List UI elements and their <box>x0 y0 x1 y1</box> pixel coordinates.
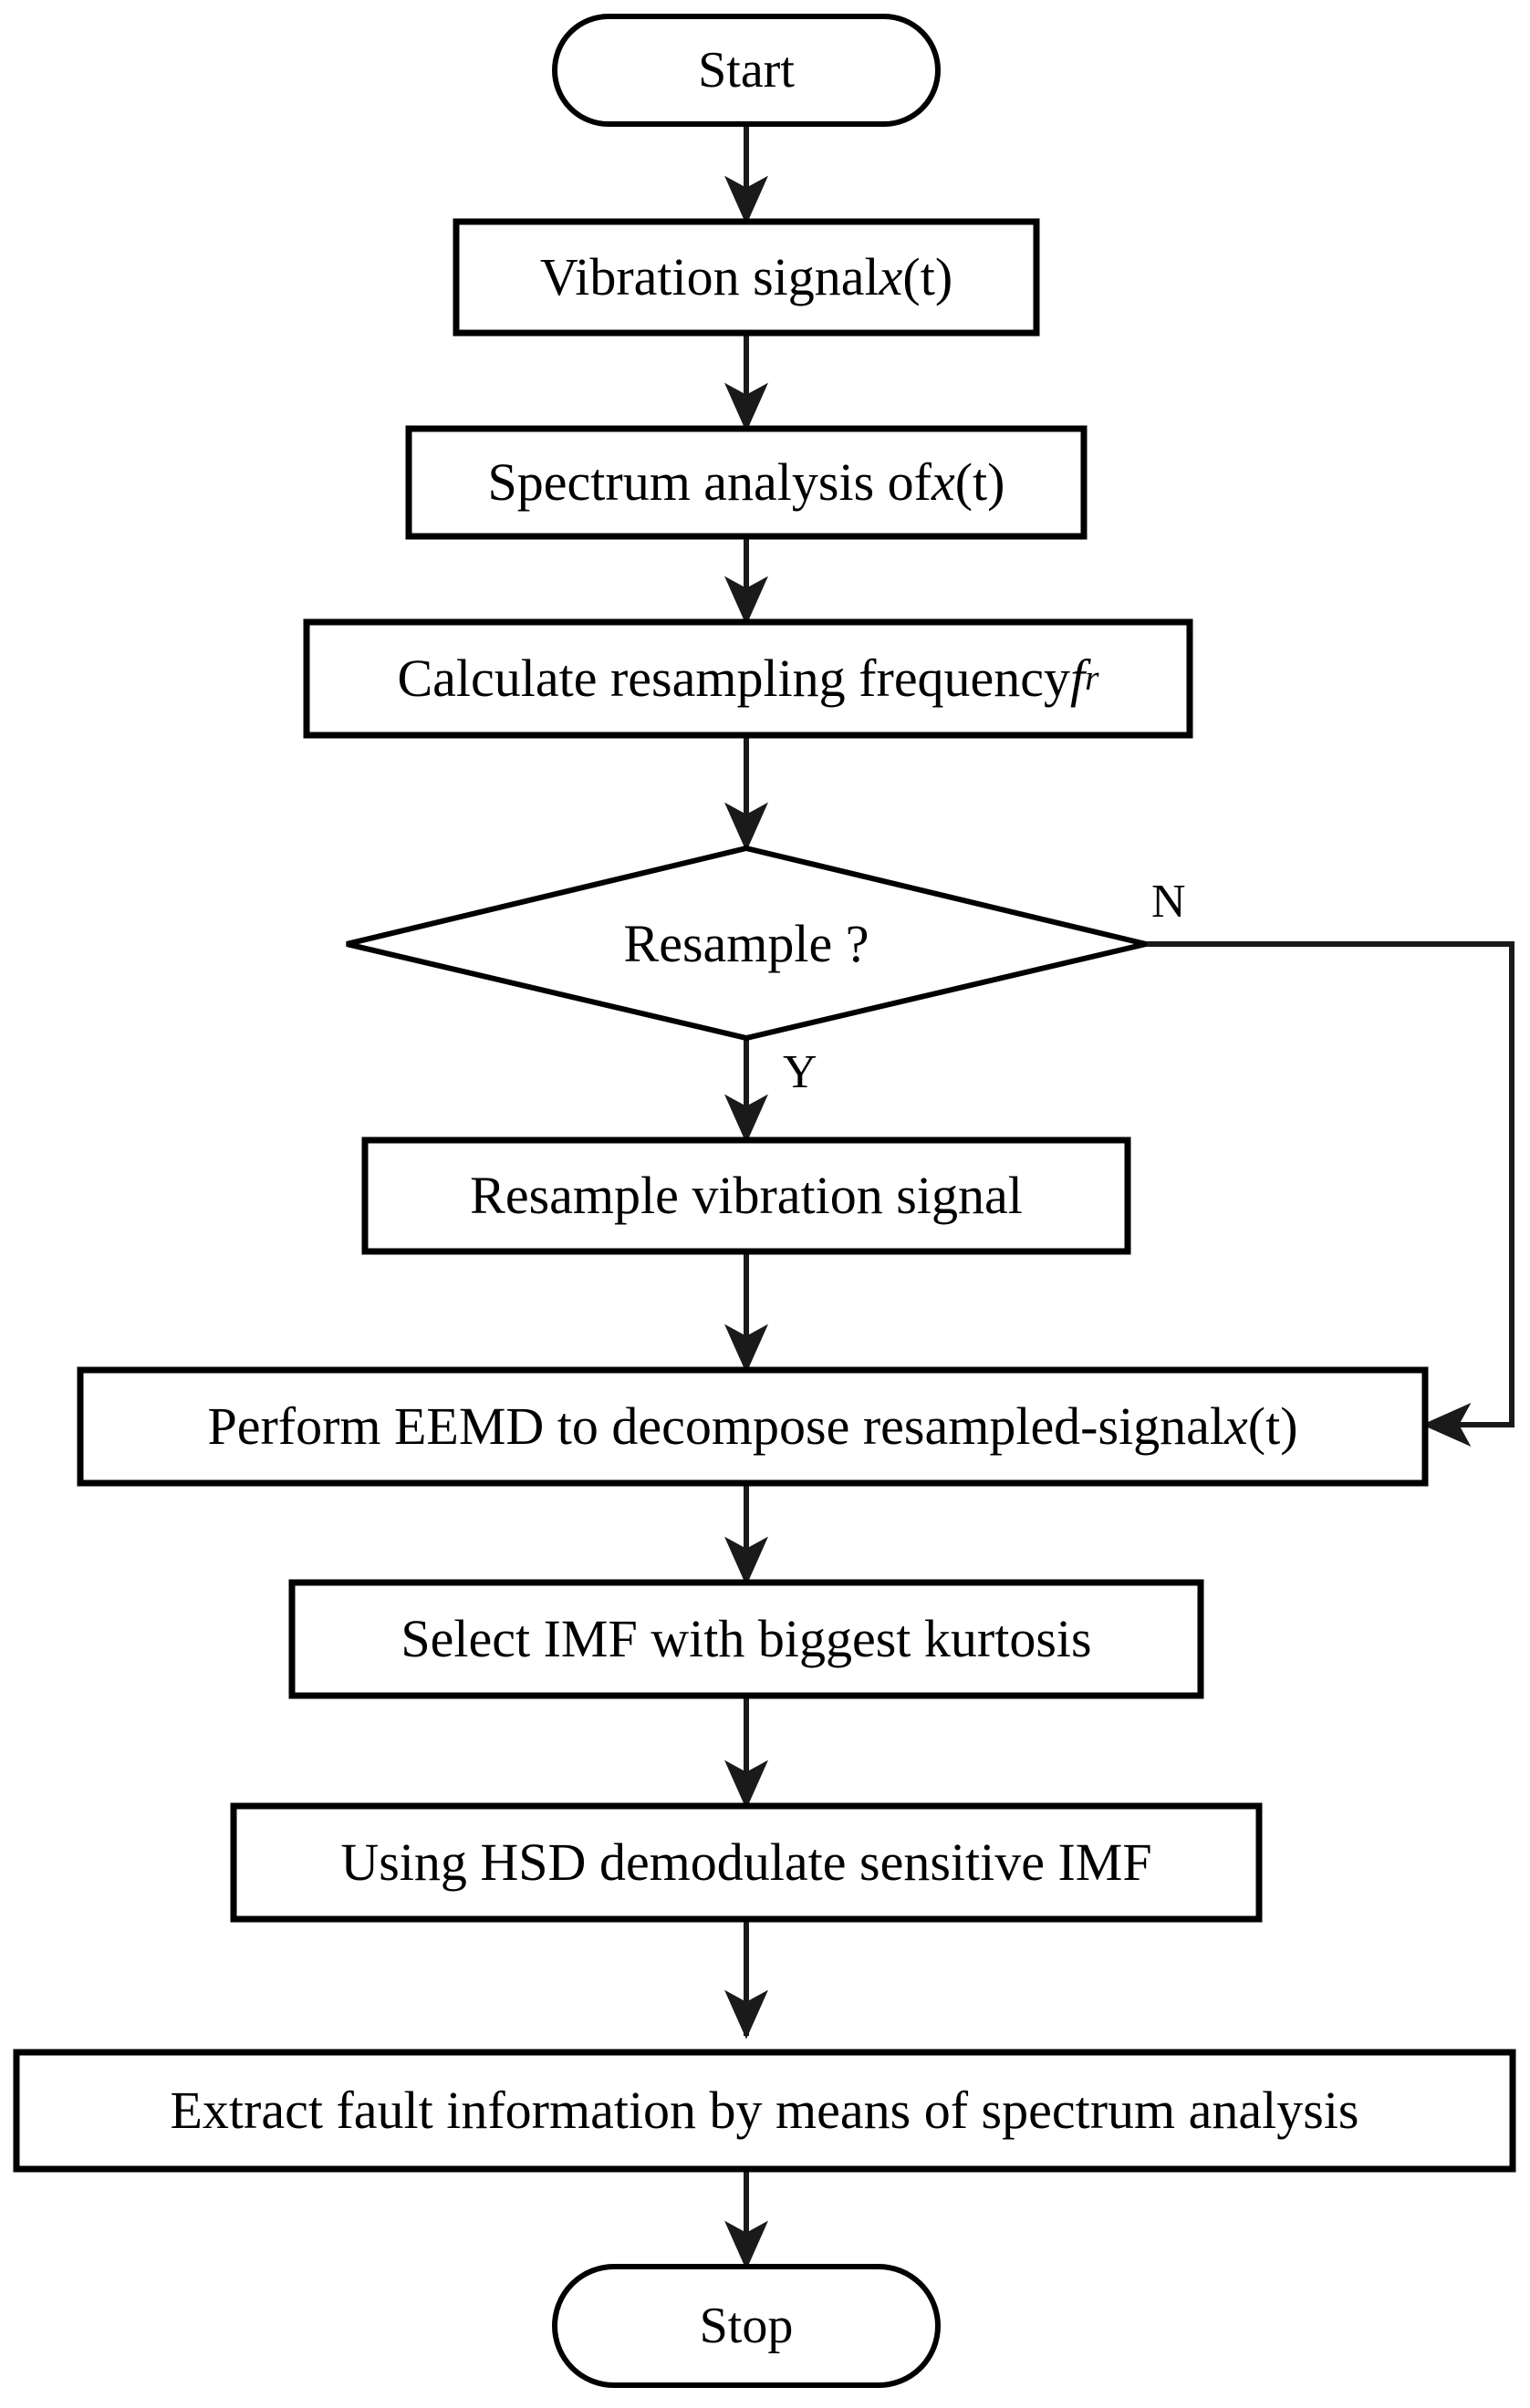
node-shape-using-hsd[interactable] <box>230 1802 1263 1923</box>
edge-label-yes: Y <box>783 1046 817 1098</box>
node-shape-vibration-signal[interactable] <box>453 218 1040 337</box>
edge-label-no: N <box>1151 876 1186 928</box>
node-shape-spectrum-analysis[interactable] <box>405 425 1088 540</box>
node-shape-perform-eemd[interactable] <box>77 1366 1429 1487</box>
node-shape-select-imf[interactable] <box>288 1579 1204 1699</box>
node-shape-extract-fault-information[interactable] <box>13 2049 1516 2173</box>
node-shape-resample-decision[interactable] <box>346 845 1147 1042</box>
node-shape-calculate-resampling-frequency[interactable] <box>303 618 1193 739</box>
node-shape-resample-vibration-signal[interactable] <box>361 1137 1131 1255</box>
node-shape-start[interactable] <box>552 14 941 127</box>
node-shape-stop[interactable] <box>552 2264 941 2388</box>
connector-decision-no-bypass-to-eemd <box>1146 941 1514 1447</box>
